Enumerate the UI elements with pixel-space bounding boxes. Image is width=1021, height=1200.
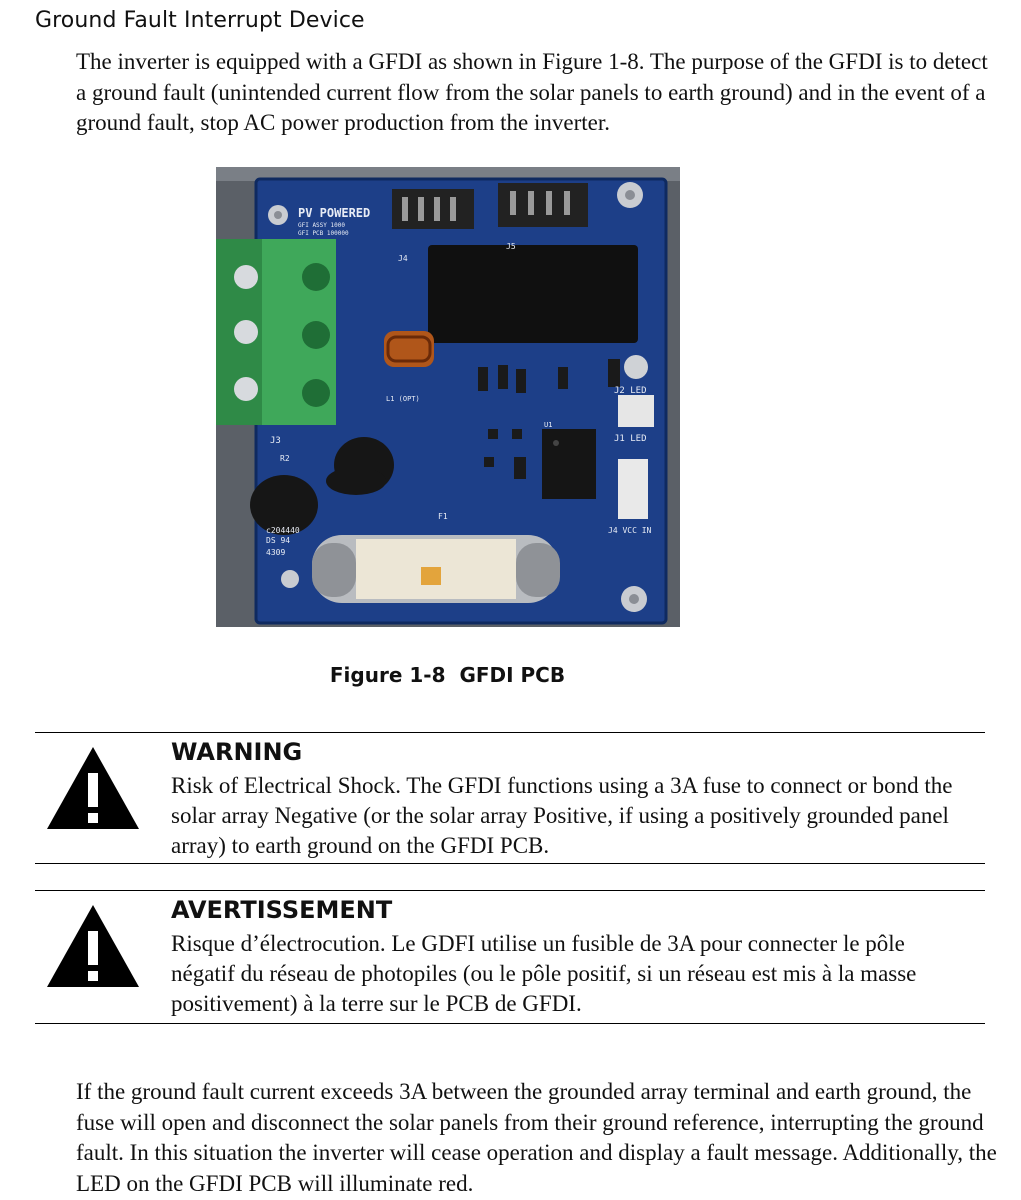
board-date-label: 4309 [266,548,285,557]
warning-text: Risk of Electrical Shock. The GFDI funct… [171,773,953,858]
board-f1-label: F1 [438,512,448,521]
warning-title: WARNING [171,738,303,766]
board-assy-label: GFI ASSY 1000 [298,222,345,229]
gfdi-pcb-photo: PV POWERED GFI ASSY 1000 GFI PCB 100000 … [216,167,680,627]
figure-number: Figure 1-8 [329,663,446,687]
board-l1-label: L1 (OPT) [386,395,420,403]
board-pcb-label: GFI PCB 100000 [298,230,349,237]
board-j2-label: J2 LED [614,386,647,396]
warning-notice: WARNING Risk of Electrical Shock. The GF… [35,732,985,864]
warning-triangle-icon [47,905,139,987]
board-j4-label: J4 [398,254,408,263]
avertissement-title: AVERTISSEMENT [171,896,393,924]
board-code-label: c204440 [266,526,300,535]
board-j5-label: J5 [506,242,516,251]
figure-caption: Figure 1-8 GFDI PCB [0,663,895,687]
intro-paragraph: The inverter is equipped with a GFDI as … [76,49,988,135]
board-ds-label: DS 94 [266,536,290,545]
board-u1-label: U1 [544,421,552,429]
board-brand-label: PV POWERED [298,206,370,220]
warning-triangle-icon [47,747,139,829]
figure-title: GFDI PCB [459,663,566,687]
closing-paragraph: If the ground fault current exceeds 3A b… [76,1079,997,1196]
avertissement-notice: AVERTISSEMENT Risque d’électrocution. Le… [35,890,985,1024]
board-vcc-label: J4 VCC IN [608,526,652,535]
avertissement-text: Risque d’électrocution. Le GDFI utilise … [171,931,917,1016]
board-r2-label: R2 [280,454,290,463]
board-j3-label: J3 [270,436,281,446]
board-j1-label: J1 LED [614,434,647,444]
section-heading: Ground Fault Interrupt Device [35,8,365,33]
